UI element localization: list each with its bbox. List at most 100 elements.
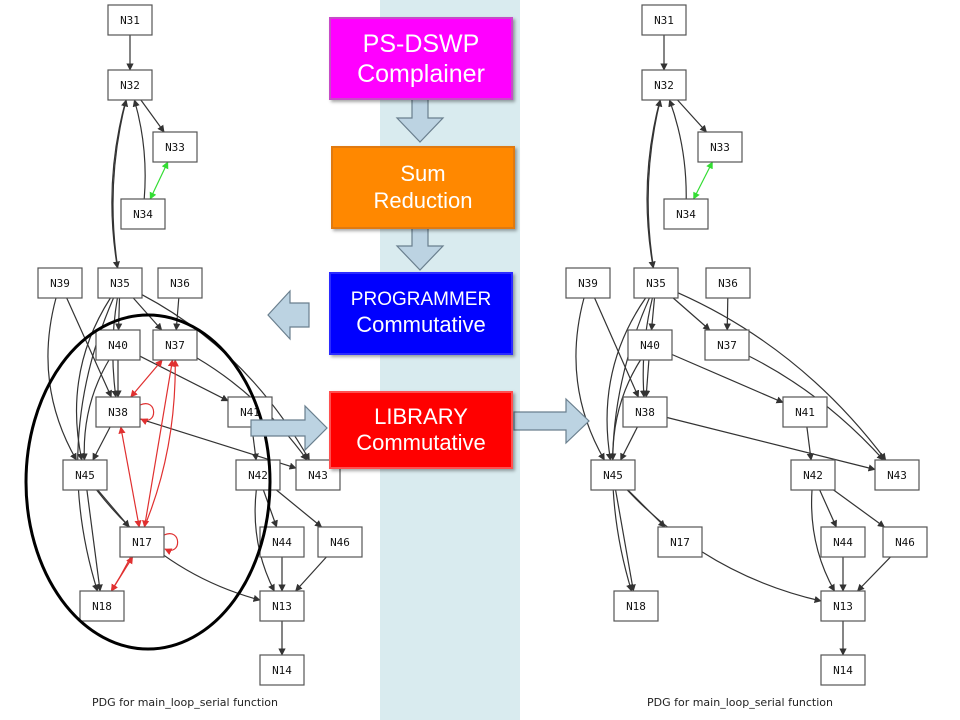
node-label: N33 [165,141,185,154]
node-box [79,590,125,622]
left-node-n40: N40 [95,329,141,361]
left-node-n34: N34 [120,198,166,230]
node-box [790,459,836,491]
right-edge-n40-n41 [671,353,784,404]
node-box [697,131,743,163]
node-label: N14 [272,664,292,677]
node-label: N45 [603,469,623,482]
right-node-n14: N14 [820,654,866,686]
node-label: N35 [110,277,130,290]
right-edge-n42-n44 [819,489,837,528]
node-box [259,526,305,558]
node-box [874,459,920,491]
node-box [152,329,198,361]
right-edge-n45-n18 [615,489,636,592]
right-node-n43: N43 [874,459,920,491]
right-node-n35: N35 [633,267,679,299]
library-line1: LIBRARY [374,403,468,429]
node-label: N40 [640,339,660,352]
down-arrow-2 [395,226,445,271]
right-node-n18: N18 [613,590,659,622]
right-edge-n39-n38 [594,297,640,398]
right-node-n34: N34 [663,198,709,230]
right-edge-n35-n43 [677,292,887,461]
left-node-n18: N18 [79,590,125,622]
node-label: N42 [248,469,268,482]
left-edge-n45-n18 [86,489,103,592]
node-box [259,590,305,622]
right-node-n40: N40 [627,329,673,361]
node-label: N43 [308,469,328,482]
node-box [820,526,866,558]
left-node-n44: N44 [259,526,305,558]
node-label: N35 [646,277,666,290]
node-box [704,329,750,361]
left-edge-n40-n41 [139,355,229,402]
right-edge-n39-n45 [575,297,605,461]
right-edge-n32-n33 [677,99,707,133]
right-edge-n46-n13 [856,556,891,592]
left-pdg-caption: PDG for main_loop_serial function [92,696,278,709]
node-box [37,267,83,299]
node-box [97,267,143,299]
node-label: N46 [330,536,350,549]
right-node-n37: N37 [704,329,750,361]
right-edge-n38-n43 [666,416,876,472]
node-box [227,396,273,428]
right-node-n39: N39 [565,267,611,299]
left-edge-n35-n45 [75,297,111,461]
right-edge-n35-n37 [672,297,711,331]
node-box [705,267,751,299]
ps-dswp-line1: PS-DSWP [362,29,480,58]
right-edge-n42-n46 [833,489,885,528]
node-box [641,4,687,36]
left-node-n45: N45 [62,459,108,491]
left-edge-n38-n17 [118,426,142,528]
node-label: N40 [108,339,128,352]
node-label: N41 [240,406,260,419]
node-box [882,526,928,558]
right-edge-n36-n37 [723,297,731,331]
left-node-n35: N35 [97,267,143,299]
highlight-ellipse [24,313,272,651]
flow-arrows [250,98,590,452]
node-label: N18 [92,600,112,613]
left-node-n17: N17 [119,526,165,558]
node-box [157,267,203,299]
node-box [633,267,679,299]
left-edge-n35-n40 [115,297,123,331]
node-box [95,329,141,361]
node-box [622,396,668,428]
right-edge-n35-n40 [648,297,656,331]
node-label: N37 [165,339,185,352]
left-node-n36: N36 [157,267,203,299]
node-label: N32 [654,79,674,92]
right-edge-n35-n32 [647,99,663,269]
node-label: N18 [626,600,646,613]
right-node-n45: N45 [590,459,636,491]
right-node-n38: N38 [622,396,668,428]
right-node-n46: N46 [882,526,928,558]
programmer-line2: Commutative [356,311,486,337]
node-label: N33 [710,141,730,154]
right-edge-n35-n45 [605,297,647,461]
left-edge-n37-n18 [110,359,179,592]
left-edge-n32-n35 [111,99,127,269]
down-arrow-1 [395,98,445,143]
node-label: N38 [635,406,655,419]
node-label: N39 [50,277,70,290]
node-box [590,459,636,491]
right-edge-n45-n13 [626,489,822,604]
node-box [235,459,281,491]
right-edge-n41-n42 [806,426,814,461]
programmer-commutative-box: PROGRAMMER Commutative [329,272,513,355]
left-edge-n39-n38 [66,297,112,398]
node-label: N45 [75,469,95,482]
node-label: N37 [717,339,737,352]
left-node-n13: N13 [259,590,305,622]
right-node-n36: N36 [705,267,751,299]
node-box [627,329,673,361]
